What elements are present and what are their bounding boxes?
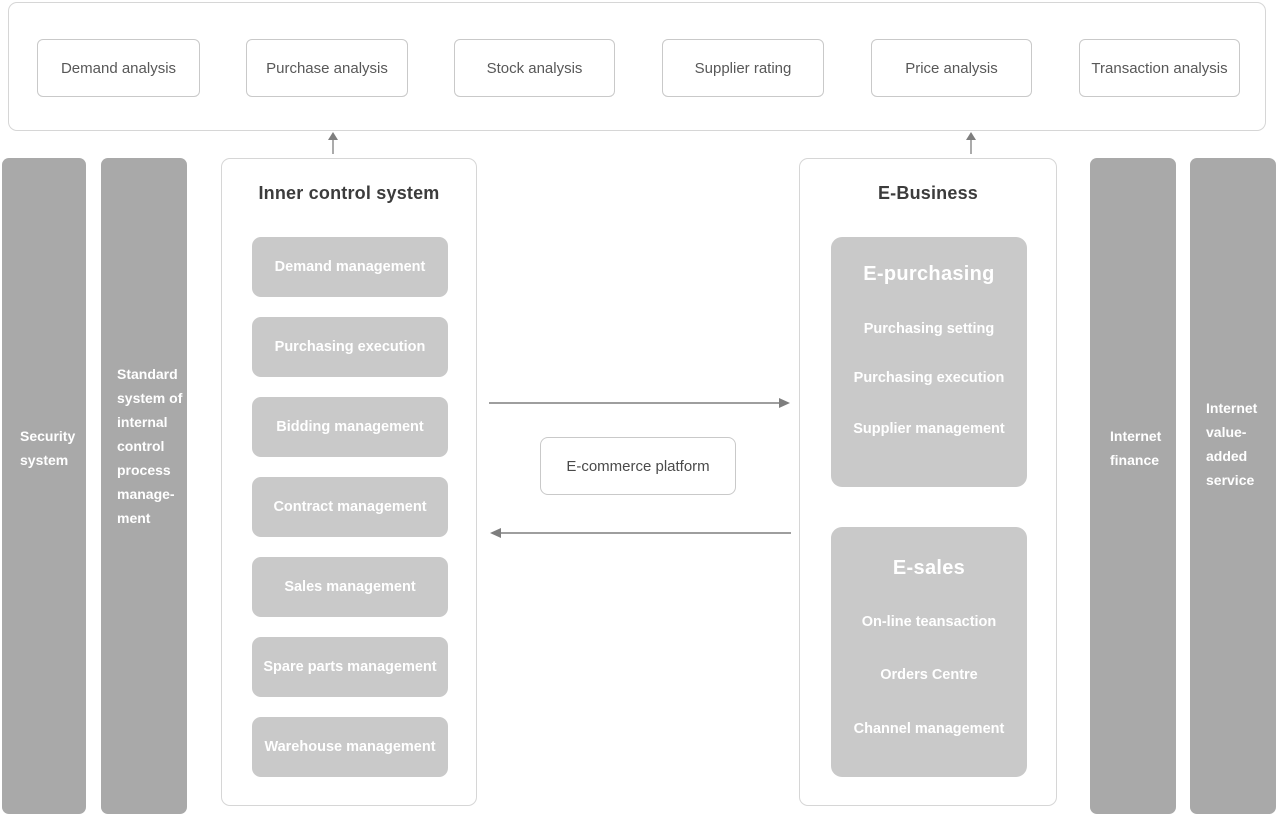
e-purchasing-item-purchasing-setting: Purchasing setting — [863, 321, 995, 337]
arrow-up-ebusiness-icon — [966, 132, 976, 154]
e-purchasing-title: E-purchasing — [863, 263, 995, 285]
inner-item-spare-parts-management: Spare parts management — [252, 637, 448, 697]
analysis-box-purchase: Purchase analysis — [246, 39, 408, 97]
analysis-box-price: Price analysis — [871, 39, 1032, 97]
bar-security-system-label: Security system — [20, 428, 76, 468]
e-sales-group: E-sales On-line teansaction Orders Centr… — [831, 527, 1027, 777]
e-business-title: E-Business — [877, 183, 979, 203]
bar-internet-finance-label: Internet finance — [1110, 428, 1162, 468]
inner-item-purchasing-execution: Purchasing execution — [252, 317, 448, 377]
inner-item-warehouse-management: Warehouse management — [252, 717, 448, 777]
inner-item-demand-management: Demand management — [252, 237, 448, 297]
inner-item-contract-management: Contract management — [252, 477, 448, 537]
e-purchasing-item-purchasing-execution: Purchasing execution — [853, 370, 1005, 386]
e-sales-item-online-transaction: On-line teansaction — [861, 614, 997, 630]
e-sales-title: E-sales — [892, 557, 966, 579]
analysis-box-supplier-rating: Supplier rating — [662, 39, 824, 97]
analysis-box-transaction: Transaction analysis — [1079, 39, 1240, 97]
arrow-up-inner-control-icon — [328, 132, 338, 154]
bar-security-system: Security system — [2, 158, 86, 814]
inner-control-system-panel: Inner control system Demand management P… — [221, 158, 477, 806]
inner-item-sales-management: Sales management — [252, 557, 448, 617]
bar-internet-value-added-label: Internet value- added service — [1206, 400, 1258, 488]
analysis-box-stock: Stock analysis — [454, 39, 615, 97]
bar-standard-system: Standard system of internal control proc… — [101, 158, 187, 814]
e-business-panel: E-Business E-purchasing Purchasing setti… — [799, 158, 1057, 806]
analysis-box-demand: Demand analysis — [37, 39, 200, 97]
bar-internet-finance: Internet finance — [1090, 158, 1176, 814]
e-purchasing-item-supplier-management: Supplier management — [853, 421, 1005, 437]
bar-standard-system-label: Standard system of internal control proc… — [117, 366, 183, 526]
e-purchasing-group: E-purchasing Purchasing setting Purchasi… — [831, 237, 1027, 487]
arrow-right-icon — [489, 398, 790, 408]
arrow-left-icon — [490, 528, 791, 538]
e-sales-item-channel-management: Channel management — [853, 721, 1005, 737]
inner-item-bidding-management: Bidding management — [252, 397, 448, 457]
e-sales-item-orders-centre: Orders Centre — [880, 667, 978, 683]
bar-internet-value-added: Internet value- added service — [1190, 158, 1276, 814]
analysis-panel: Demand analysis Purchase analysis Stock … — [8, 2, 1266, 131]
inner-control-system-title: Inner control system — [258, 183, 440, 203]
e-commerce-platform-box: E-commerce platform — [540, 437, 736, 495]
